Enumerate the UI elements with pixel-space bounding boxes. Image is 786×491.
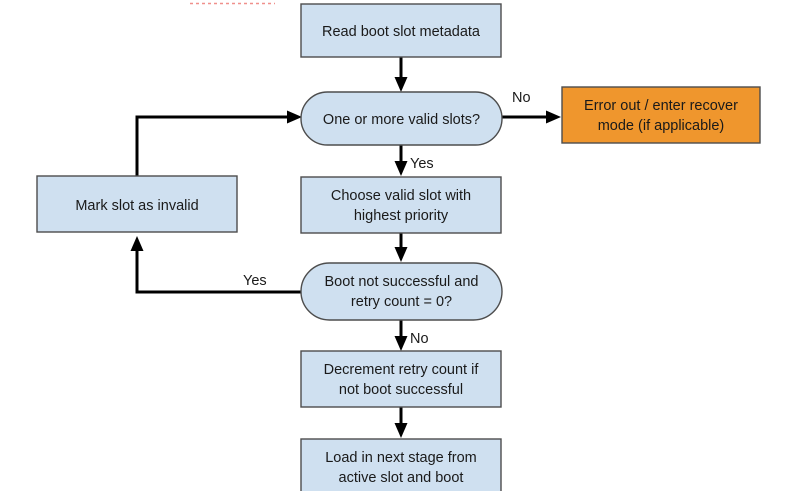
choose-valid-slot-shape (300, 176, 502, 234)
edge-label-valid-slots-yes: Yes (410, 156, 434, 172)
choose-valid-slot-label-line1: Choose valid slot with (331, 188, 471, 204)
decrement-retry-count-label-line1: Decrement retry count if (324, 362, 480, 378)
one-or-more-valid-slots-shape (300, 91, 503, 146)
error-out-label-line1: Error out / enter recover (584, 98, 738, 114)
node-load-next-stage[interactable]: Load in next stage from active slot and … (300, 438, 502, 491)
mark-slot-as-invalid-shape (36, 175, 238, 233)
node-error-out-enter-recover-mode[interactable]: Error out / enter recover mode (if appli… (561, 86, 761, 144)
edge-mark-invalid-to-valid-slots (135, 110, 302, 176)
edge-label-retry-yes: Yes (243, 273, 267, 289)
load-next-stage-shape (300, 438, 502, 491)
node-mark-slot-as-invalid[interactable]: Mark slot as invalid (36, 175, 238, 233)
read-boot-slot-metadata-label: Read boot slot metadata (322, 24, 481, 40)
node-decrement-retry-count[interactable]: Decrement retry count if not boot succes… (300, 350, 502, 408)
load-next-stage-label-line2: active slot and boot (339, 470, 464, 486)
choose-valid-slot-label-line2: highest priority (354, 208, 449, 224)
mark-slot-as-invalid-label: Mark slot as invalid (75, 198, 198, 214)
boot-not-successful-label-line2: retry count = 0? (351, 294, 452, 310)
one-or-more-valid-slots-label: One or more valid slots? (323, 112, 480, 128)
node-choose-valid-slot[interactable]: Choose valid slot with highest priority (300, 176, 502, 234)
node-read-boot-slot-metadata[interactable]: Read boot slot metadata (300, 3, 502, 58)
error-out-label-line2: mode (if applicable) (598, 118, 725, 134)
boot-not-successful-label-line1: Boot not successful and (325, 274, 479, 290)
edge-label-retry-no: No (410, 331, 429, 347)
decrement-retry-count-shape (300, 350, 502, 408)
load-next-stage-label-line1: Load in next stage from (325, 450, 477, 466)
edge-valid-slots-yes-to-choose (394, 145, 408, 176)
edge-decrement-to-load (394, 407, 408, 438)
edge-retry-yes-to-mark-invalid (130, 236, 301, 294)
node-one-or-more-valid-slots[interactable]: One or more valid slots? (300, 91, 503, 146)
edge-choose-to-retry-decision (394, 233, 408, 262)
node-boot-not-successful-retry-zero[interactable]: Boot not successful and retry count = 0? (300, 262, 503, 321)
read-boot-slot-metadata-shape (300, 3, 502, 58)
edge-metadata-to-valid-slots (394, 57, 408, 92)
decrement-retry-count-label-line2: not boot successful (339, 382, 463, 398)
edge-valid-slots-no-to-error (502, 110, 561, 124)
boot-not-successful-shape (300, 262, 503, 321)
error-out-shape (561, 86, 761, 144)
edge-retry-no-to-decrement (394, 320, 408, 351)
edge-label-valid-slots-no: No (512, 90, 531, 106)
